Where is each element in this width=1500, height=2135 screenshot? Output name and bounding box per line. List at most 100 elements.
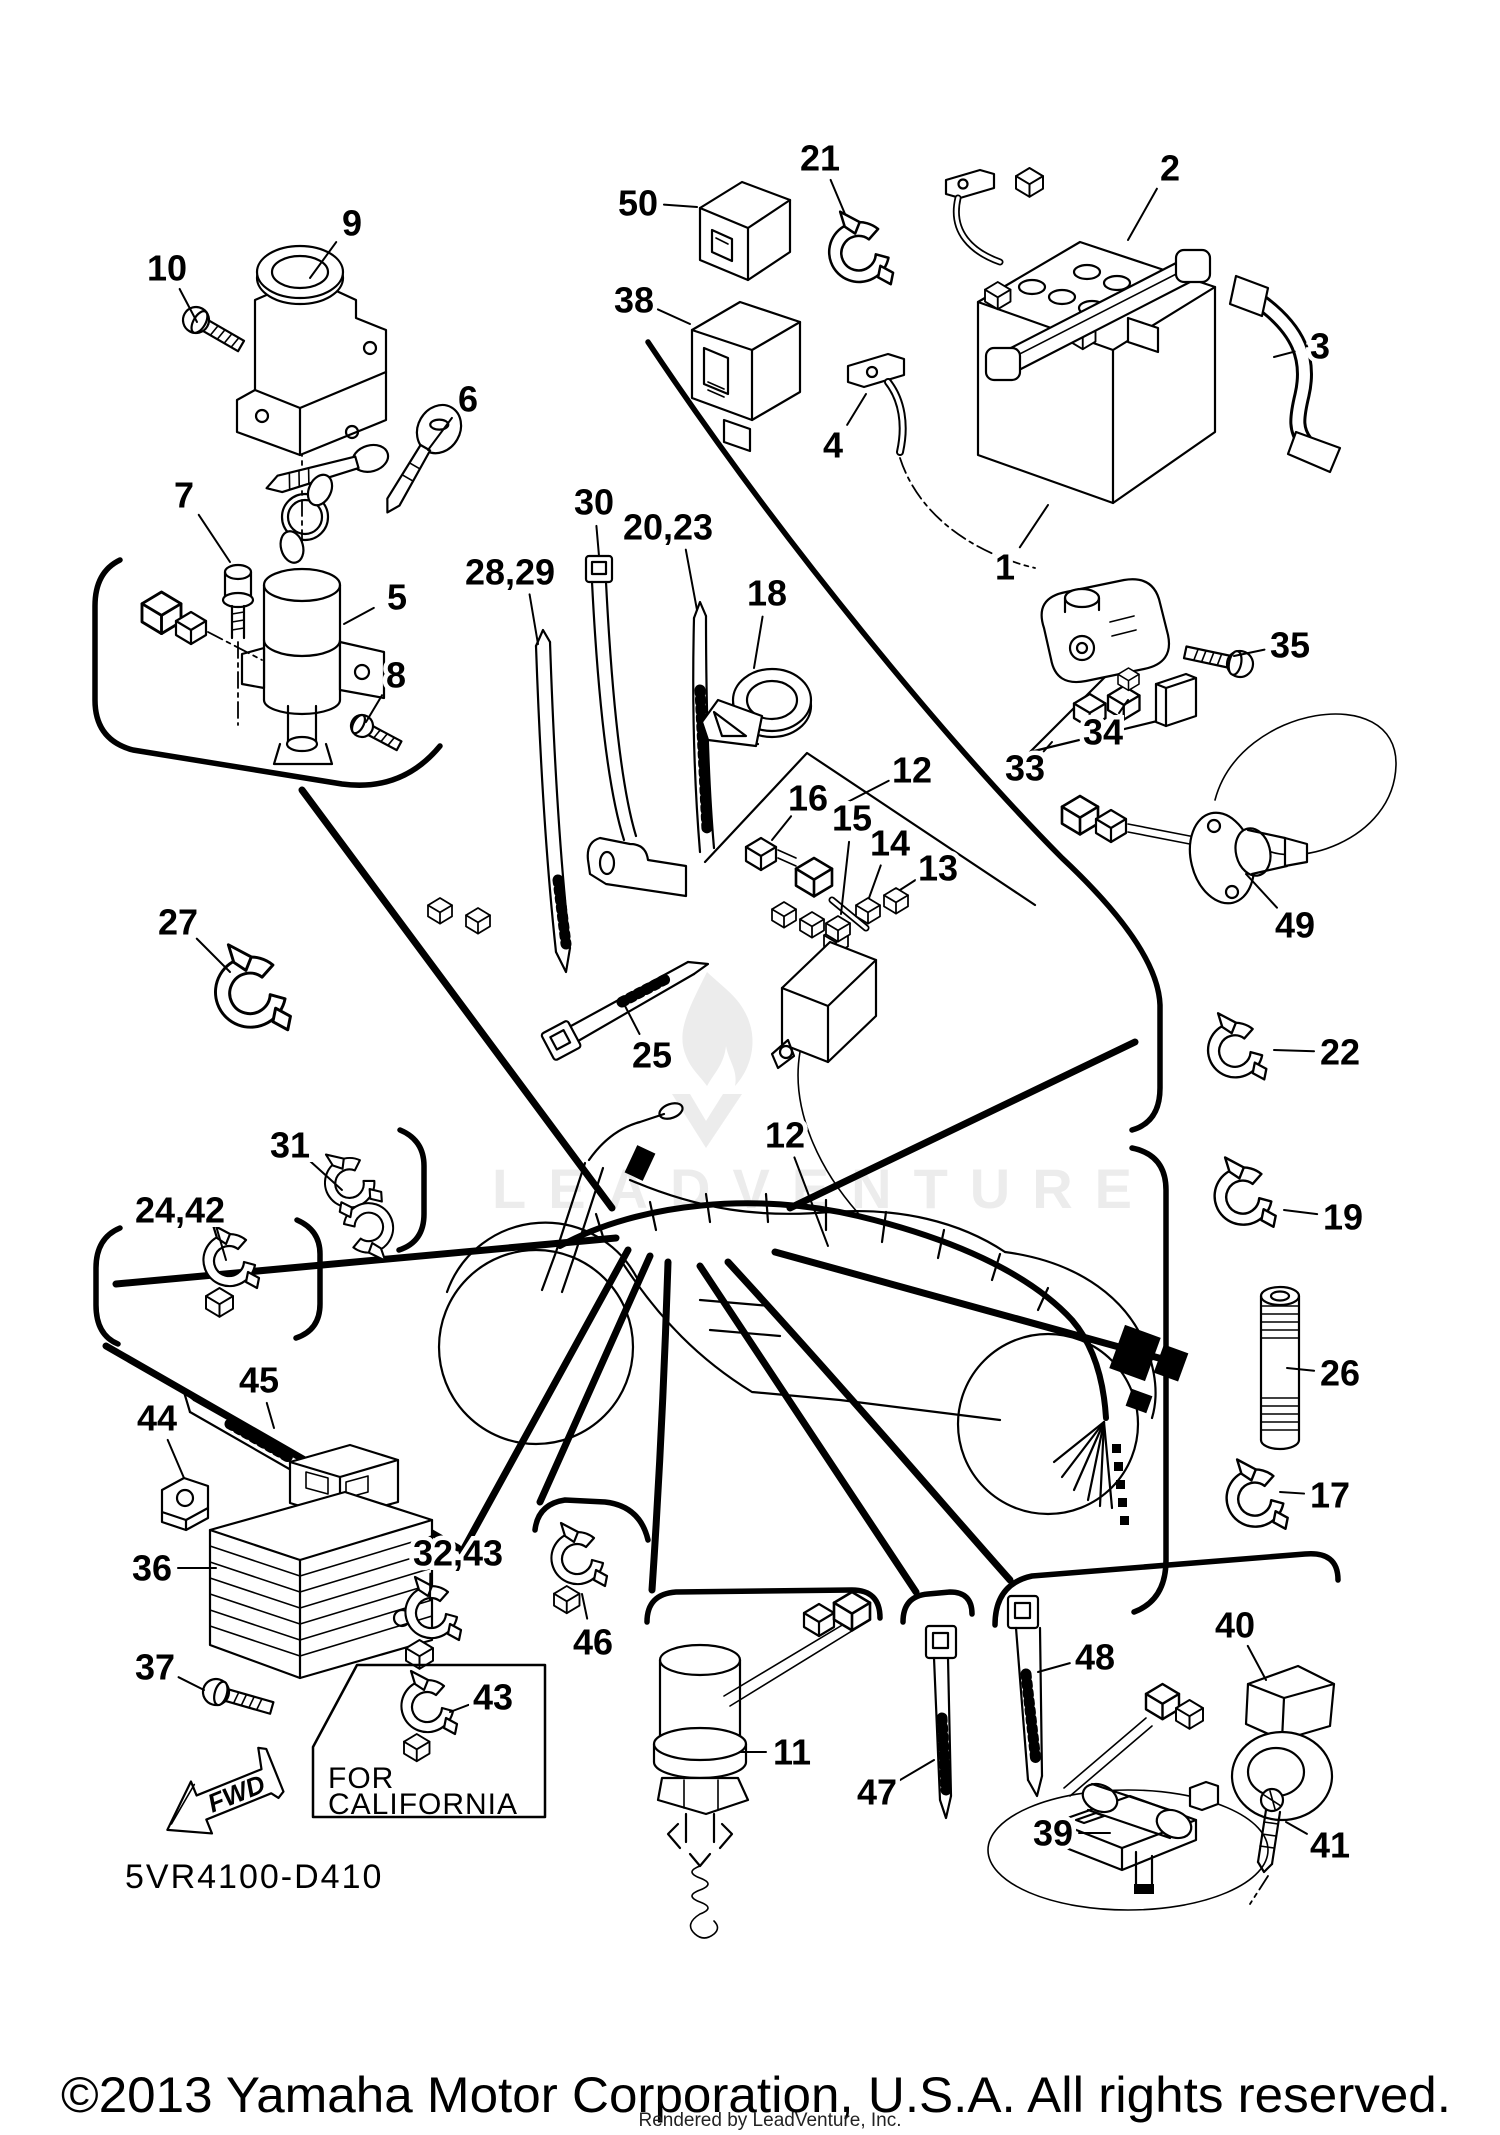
- callout-8: 8: [365, 650, 411, 723]
- callout-36: 36: [127, 1543, 217, 1593]
- clamp-46-illustration: [550, 1521, 609, 1615]
- callout-7: 7: [169, 470, 231, 563]
- callout-leader-line: [1042, 741, 1053, 753]
- relay-50-illustration: [698, 180, 792, 282]
- callout-leader-line: [343, 606, 375, 625]
- switch-connector-illustration: [140, 590, 263, 661]
- callout-label: 21: [800, 138, 840, 179]
- callout-label: 35: [1270, 625, 1310, 666]
- callout-47: 47: [852, 1759, 935, 1817]
- callout-leader-line: [656, 308, 691, 325]
- harness-bead-chain: [1112, 1444, 1129, 1525]
- callout-label: 40: [1215, 1605, 1255, 1646]
- callout-leader-line: [835, 779, 890, 809]
- callout-leader-line: [899, 879, 917, 891]
- callout-21: 21: [795, 133, 846, 215]
- bolt-7-illustration: [221, 563, 255, 640]
- callout-leader-line: [1037, 1662, 1071, 1673]
- callout-3: 3: [1273, 321, 1335, 371]
- callout-leader-line: [623, 1003, 641, 1035]
- callout-label: 13: [918, 848, 958, 889]
- callout-label: 15: [832, 798, 872, 839]
- callout-label: 48: [1075, 1637, 1115, 1678]
- callout-label: 4: [823, 425, 843, 466]
- callout-leader-line: [1279, 1491, 1306, 1495]
- callout-34: 34: [1078, 699, 1129, 757]
- callout-label: 26: [1320, 1353, 1360, 1394]
- ignition-switch-5-illustration: [240, 443, 390, 766]
- callout-leader-line: [898, 1759, 935, 1782]
- callout-leader-line: [1127, 187, 1158, 241]
- fwd-label: FWD: [203, 1768, 269, 1818]
- callout-label: 9: [342, 203, 362, 244]
- battery-band-2-illustration: [984, 248, 1212, 382]
- brake-switch-11-illustration: [652, 1590, 872, 1939]
- clamp-19-illustration: [1213, 1156, 1277, 1229]
- bracket-9-illustration: [235, 244, 388, 457]
- callout-label: 12: [892, 750, 932, 791]
- callout-label: 30: [574, 482, 614, 523]
- callout-46: 46: [568, 1593, 618, 1667]
- rectifier-36-illustration: [208, 1443, 434, 1680]
- callout-label: 10: [147, 248, 187, 289]
- screw-8-illustration: [349, 713, 403, 752]
- callout-19: 19: [1283, 1192, 1368, 1242]
- callout-41: 41: [1285, 1820, 1355, 1870]
- callout-leader-line: [178, 287, 198, 323]
- callout-leader-line: [309, 241, 338, 279]
- callout-label: 2: [1160, 148, 1180, 189]
- callout-leader-line: [846, 393, 867, 426]
- callout-16: 16: [771, 773, 833, 841]
- sensor-39-illustration: [987, 1682, 1269, 1911]
- callout-leader-line: [840, 840, 851, 915]
- callout-4: 4: [818, 393, 867, 470]
- callout-9: 9: [309, 198, 367, 279]
- battery-cable-3-illustration: [1228, 274, 1342, 474]
- callout-label: 25: [632, 1035, 672, 1076]
- callout-24,42: 24,42: [130, 1185, 230, 1261]
- harness-clip-18-illustration: [700, 667, 813, 748]
- callout-18: 18: [742, 568, 792, 669]
- part-code: 5VR4100-D410: [125, 1858, 383, 1896]
- callout-label: 43: [473, 1677, 513, 1718]
- callout-label: 7: [174, 475, 194, 516]
- callout-leader-line: [1273, 1049, 1316, 1053]
- callout-leader-line: [1246, 1644, 1267, 1681]
- callout-50: 50: [613, 178, 698, 228]
- clamp-22-illustration: [1206, 1012, 1268, 1081]
- harness-frayed-wires: [1052, 1420, 1114, 1510]
- relay-38-illustration: [690, 300, 802, 453]
- callout-leader-line: [528, 593, 539, 645]
- cable-tie-30-illustration: [584, 554, 638, 842]
- stud-26-illustration: [1259, 1285, 1301, 1451]
- callout-label: 1: [995, 547, 1015, 588]
- callout-leader-line: [195, 937, 231, 973]
- cable-tie-47-illustration: [924, 1624, 958, 1820]
- callout-leader-line: [793, 1156, 829, 1247]
- callout-label: 50: [618, 183, 658, 224]
- callout-label: 44: [137, 1398, 177, 1439]
- callout-label: 17: [1310, 1475, 1350, 1516]
- callout-1: 1: [990, 504, 1049, 592]
- callout-leader-line: [595, 524, 600, 557]
- callout-label: 16: [788, 778, 828, 819]
- harness-branch-ticks: [594, 1192, 1050, 1312]
- callout-leader-line: [265, 1401, 275, 1429]
- callout-49: 49: [1245, 873, 1320, 950]
- callout-label: 41: [1310, 1825, 1350, 1866]
- callout-label: 33: [1005, 748, 1045, 789]
- california-label-line2: CALIFORNIA: [328, 1788, 518, 1821]
- callout-label: 45: [239, 1360, 279, 1401]
- callout-2: 2: [1127, 143, 1185, 241]
- callout-leader-line: [449, 1703, 470, 1713]
- watermark-v-icon: [672, 1094, 742, 1148]
- callout-label: 34: [1083, 712, 1123, 753]
- callout-45: 45: [234, 1355, 284, 1429]
- callout-label: 8: [386, 655, 406, 696]
- callout-label: 22: [1320, 1032, 1360, 1073]
- cable-tie-28-29-illustration: [534, 628, 572, 974]
- callout-label: 5: [387, 577, 407, 618]
- callout-12: 12: [835, 745, 937, 809]
- callout-label: 39: [1033, 1813, 1073, 1854]
